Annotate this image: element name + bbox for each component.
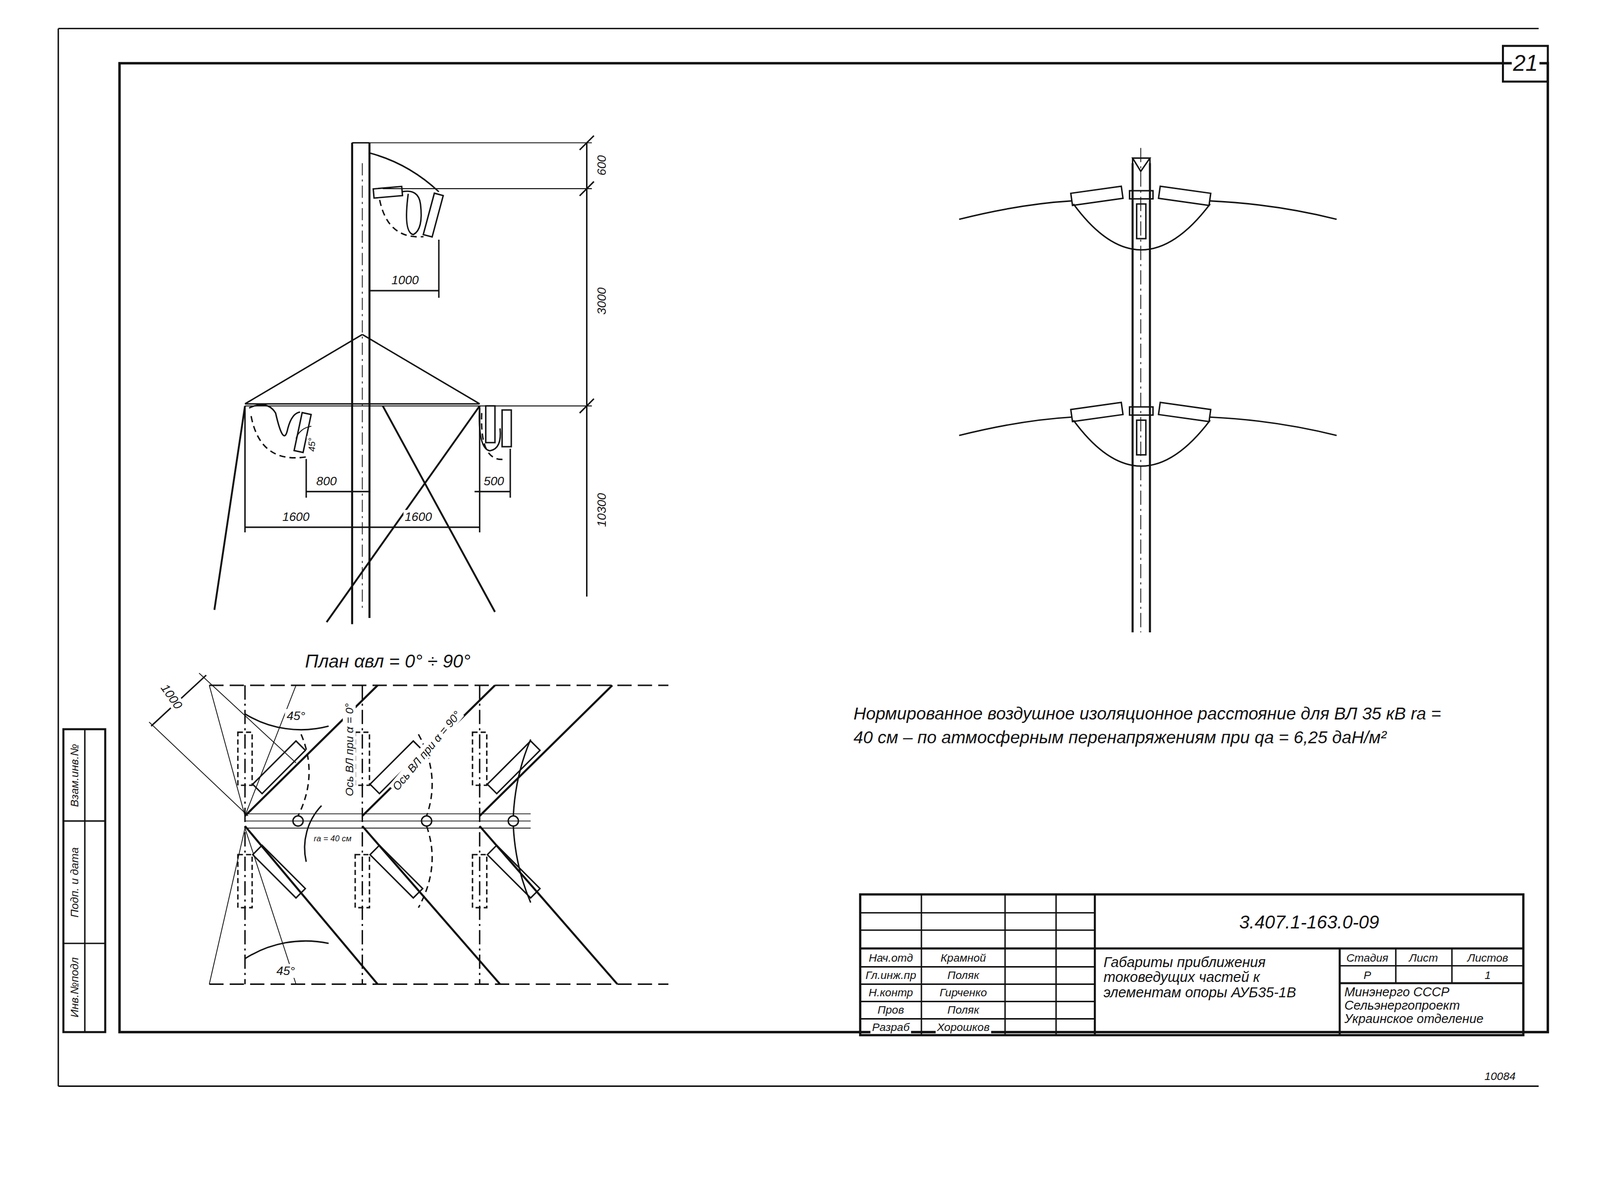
value-cell: 1 [1483,968,1493,982]
role-cell: Разраб [870,1020,912,1034]
dimension: 800 [315,474,339,489]
dimension: 10300 [594,491,609,530]
header-cell: Листов [1465,951,1510,965]
angle: 45° [307,436,318,454]
drawing-title: Габариты приближения токоведущих частей … [1102,955,1340,1001]
dimension: 500 [481,474,506,489]
header-cell: Лист [1407,951,1440,965]
role-cell: Гл.инж.пр [863,968,918,982]
name-cell: Хорошков [935,1020,991,1034]
stamp-label: Инв.№подл [67,956,81,1020]
sheet-number: 21 [1511,50,1540,77]
sheet-frame [58,28,1548,1087]
distance-label: rа = 40 см [312,834,354,844]
angle: 45° [274,964,297,979]
pole-side-view [214,135,594,625]
dimension: 1000 [157,680,186,714]
name-cell: Поляк [946,1003,981,1017]
plan-view [149,673,669,985]
dimension: 1600 [403,510,434,525]
note: Нормированное воздушное изоляционное рас… [852,701,1457,749]
dimension: 1600 [280,510,312,525]
organization: Минэнерго СССР Сельэнергопроект Украинск… [1342,985,1525,1026]
axis-label: Ось ВЛ при α = 0° [342,701,356,799]
stamp-label: Взам.инв.№ [67,742,81,809]
axis-label: Ось ВЛ при α = 90° [388,707,465,795]
role-cell: Пров [876,1003,906,1017]
role-cell: Нач.отд [867,951,915,965]
dimension: 1000 [389,273,421,288]
angle: 45° [285,709,307,724]
view-title: План αвл = 0° ÷ 90° [303,650,473,673]
name-cell: Поляк [946,968,981,982]
name-cell: Крамной [939,951,988,965]
dimension: 3000 [594,285,609,317]
archive-number: 10084 [1483,1069,1518,1083]
name-cell: Гирченко [938,986,989,1000]
header-cell: Стадия [1344,951,1390,965]
drawing-code: 3.407.1-163.0-09 [1237,911,1381,934]
dimension: 600 [594,153,609,177]
role-cell: Н.контр [867,986,915,1000]
pole-front-view [959,148,1337,633]
value-cell: Р [1362,968,1373,982]
stamp-label: Подп. и дата [67,846,81,920]
